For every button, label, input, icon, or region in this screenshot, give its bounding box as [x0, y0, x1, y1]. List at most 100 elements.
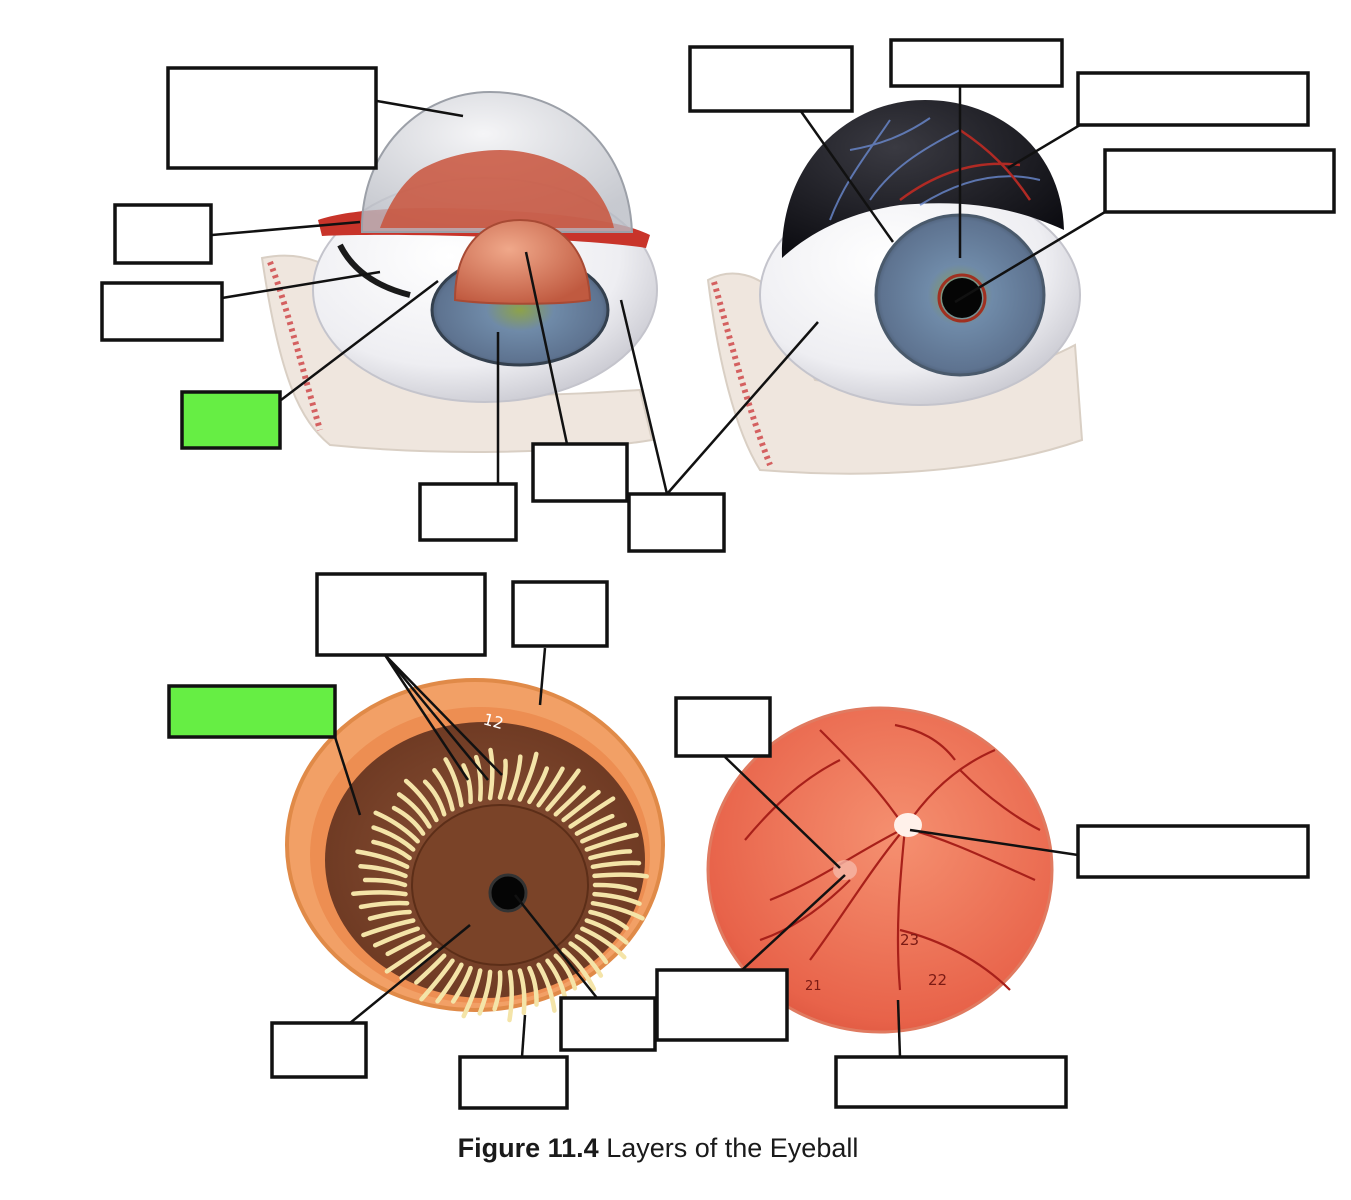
- ciliary-processes: [380, 150, 614, 228]
- eye-model-ciliary-view: 12: [285, 678, 665, 1023]
- ciliary-process-ray: [517, 751, 539, 802]
- ciliary-process-ray: [545, 958, 568, 1003]
- leader-ciliary-process-1: [383, 654, 470, 781]
- ciliary-process-ray: [492, 970, 503, 1012]
- retina-bowl: [706, 706, 1054, 1034]
- leader-ciliary-body: [211, 220, 361, 237]
- leader-ciliary-process-2: [384, 654, 489, 781]
- label-box-iris-tr[interactable]: [1103, 148, 1336, 214]
- eye-model-cutaway: [260, 90, 658, 453]
- leader-ciliary-process-3: [384, 654, 503, 776]
- ciliary-process-ray: [385, 934, 426, 957]
- ciliary-process-ray: [391, 805, 426, 836]
- ciliary-process-ray: [361, 918, 416, 938]
- leader-fovea: [741, 874, 846, 971]
- leader-iris-bl: [349, 924, 471, 1024]
- ciliary-process-ray: [553, 953, 578, 991]
- label-box-retina[interactable]: [834, 1055, 1068, 1109]
- label-box-pupil-bl[interactable]: [559, 996, 657, 1052]
- leader-choroid-tr: [798, 109, 895, 243]
- label-box-macula[interactable]: [674, 696, 772, 758]
- label-box-sclera-bottom[interactable]: [458, 1055, 569, 1110]
- label-box-cornea[interactable]: [166, 66, 378, 170]
- ciliary-process-ray: [561, 947, 597, 992]
- leader-suspensory-ligament: [280, 280, 439, 401]
- model-marking-retina-1: 23: [900, 931, 919, 949]
- leader-choroid-tl: [221, 270, 381, 300]
- label-box-iris-tl[interactable]: [418, 482, 518, 542]
- ciliary-process-ray: [592, 891, 642, 906]
- leader-sclera-top: [1007, 123, 1081, 170]
- label-box-iris-bl[interactable]: [270, 1021, 368, 1079]
- label-box-suspensory-ligament[interactable]: [180, 390, 282, 450]
- ciliary-process-ray: [507, 754, 523, 801]
- ciliary-process-ray: [592, 882, 638, 893]
- ciliary-process-ray: [527, 766, 550, 805]
- label-box-optic-disc[interactable]: [1076, 824, 1310, 879]
- ciliary-process-ray: [517, 968, 527, 1016]
- label-box-ciliary-body[interactable]: [113, 203, 213, 265]
- label-box-fovea[interactable]: [655, 968, 789, 1042]
- label-box-choroid-tl[interactable]: [100, 281, 224, 342]
- leader-iris-tr: [954, 210, 1106, 304]
- figure-number: Figure 11.4: [457, 1133, 599, 1163]
- ciliary-process-ray: [561, 789, 601, 823]
- model-marking-retina-2: 22: [928, 971, 947, 989]
- label-box-sclera-bl[interactable]: [511, 580, 609, 648]
- model-marking-retina-3: 21: [805, 979, 822, 994]
- ciliary-process-ray: [545, 768, 581, 812]
- ciliary-process-ray: [443, 757, 464, 808]
- ciliary-process-ray: [568, 941, 604, 978]
- ciliary-process-ray: [580, 926, 627, 960]
- orbit-socket-texture: [267, 260, 323, 431]
- ciliary-process-ray: [487, 747, 495, 801]
- label-boxes: [100, 38, 1336, 1110]
- macula: [833, 860, 857, 880]
- ciliary-process-ray: [536, 962, 557, 1013]
- ciliary-process-ray: [384, 941, 432, 974]
- ciliary-process-ray: [358, 864, 408, 879]
- ciliary-process-ray: [351, 890, 408, 897]
- label-box-pupil[interactable]: [889, 38, 1064, 88]
- ciliary-process-ray: [588, 909, 629, 931]
- ciliary-process-ray: [473, 754, 483, 802]
- ciliary-process-ray: [450, 965, 473, 1004]
- lens: [453, 218, 592, 305]
- figure-title: Layers of the Eyeball: [598, 1133, 859, 1163]
- ciliary-process-ray: [592, 872, 649, 879]
- ciliary-process-ray: [403, 778, 439, 823]
- label-box-sclera-top[interactable]: [1076, 71, 1310, 127]
- ciliary-process-ray: [461, 763, 473, 805]
- ciliary-process-ray: [358, 900, 410, 910]
- figure-caption: Figure 11.4 Layers of the Eyeball: [0, 1133, 1316, 1164]
- ciliary-process-ray: [432, 767, 455, 812]
- leader-sclera-tr: [666, 321, 819, 495]
- ciliary-process-ray: [584, 832, 639, 852]
- leader-macula: [724, 756, 841, 869]
- model-marking-choroid: 12: [481, 710, 506, 734]
- optic-disc: [894, 813, 922, 837]
- ciliary-process-ray: [372, 926, 420, 948]
- leader-pupil-bl: [514, 894, 598, 999]
- leader-sclera-bottom: [520, 1014, 527, 1058]
- eye-model-whole: [706, 100, 1084, 475]
- label-box-lens[interactable]: [531, 442, 629, 503]
- label-box-ciliary-processes[interactable]: [315, 572, 487, 657]
- ciliary-process-ray: [355, 849, 410, 870]
- ciliary-process-ray: [422, 779, 447, 817]
- ciliary-process-ray: [399, 947, 439, 981]
- ciliary-process-ray: [371, 839, 412, 861]
- ciliary-process-ray: [574, 813, 615, 836]
- label-box-choroid-bl[interactable]: [167, 684, 337, 739]
- ciliary-process-ray: [580, 822, 628, 844]
- label-box-sclera-shared[interactable]: [627, 492, 726, 553]
- leader-sclera-tl: [619, 299, 669, 495]
- ciliary-process-ray: [373, 810, 420, 844]
- leader-choroid-bl: [333, 736, 362, 816]
- label-box-choroid-tr[interactable]: [688, 45, 854, 113]
- ciliary-process-ray: [568, 796, 616, 829]
- leader-lines: [211, 86, 1106, 1058]
- leader-cornea: [376, 99, 464, 118]
- ciliary-process-ray: [536, 766, 565, 808]
